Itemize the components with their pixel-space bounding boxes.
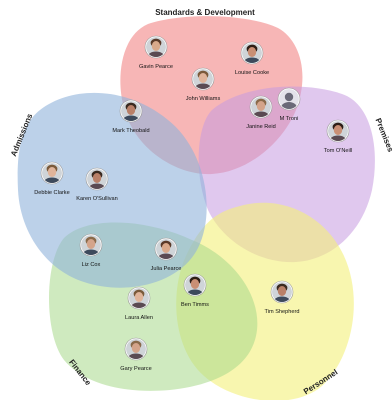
person-7: Debbie Clarke (34, 161, 70, 196)
person-name: Julia Pearce (151, 266, 182, 272)
person-name: Laura Allen (125, 315, 153, 321)
person-name: Debbie Clarke (34, 190, 69, 196)
admissions-region (17, 92, 207, 288)
portrait-icon (270, 280, 294, 304)
person-12: Laura Allen (125, 286, 153, 321)
person-name: John Williams (186, 96, 221, 102)
portrait-icon (40, 161, 64, 185)
person-name: Tom O'Neill (324, 148, 352, 154)
portrait-icon (249, 95, 273, 119)
person-13: Tim Shepherd (265, 280, 300, 315)
person-6: Tom O'Neill (324, 119, 352, 154)
portrait-icon (119, 99, 143, 123)
person-2: John Williams (186, 67, 221, 102)
portrait-icon (124, 337, 148, 361)
person-1: Louise Cooke (235, 41, 269, 76)
set-regions (17, 16, 375, 400)
person-3: Mark Theobald (112, 99, 150, 134)
standards-development-label: Standards & Development (155, 8, 255, 17)
person-9: Liz Cox (79, 233, 103, 268)
person-8: Karen O'Sullivan (76, 167, 118, 202)
portrait-icon (191, 67, 215, 91)
portrait-icon (326, 119, 350, 143)
person-11: Ben Timms (181, 273, 209, 308)
portrait-icon (79, 233, 103, 257)
person-name: Gary Pearce (120, 366, 151, 372)
person-name: Tim Shepherd (265, 309, 300, 315)
person-name: Janine Reid (246, 124, 276, 130)
person-name: M Troni (280, 116, 299, 122)
person-name: Mark Theobald (112, 128, 149, 134)
person-4: Janine Reid (246, 95, 276, 130)
silhouette-icon (277, 87, 301, 111)
person-name: Liz Cox (82, 262, 101, 268)
portrait-icon (144, 35, 168, 59)
person-name: Louise Cooke (235, 70, 269, 76)
person-name: Ben Timms (181, 302, 209, 308)
person-name: Karen O'Sullivan (76, 196, 118, 202)
portrait-icon (154, 237, 178, 261)
portrait-icon (183, 273, 207, 297)
person-14: Gary Pearce (120, 337, 152, 372)
portrait-icon (127, 286, 151, 310)
person-10: Julia Pearce (151, 237, 182, 272)
premises-label: Premises (373, 117, 392, 154)
person-5: M Troni (277, 87, 301, 122)
portrait-icon (85, 167, 109, 191)
person-name: Gavin Pearce (139, 64, 173, 70)
person-0: Gavin Pearce (139, 35, 173, 70)
portrait-icon (240, 41, 264, 65)
